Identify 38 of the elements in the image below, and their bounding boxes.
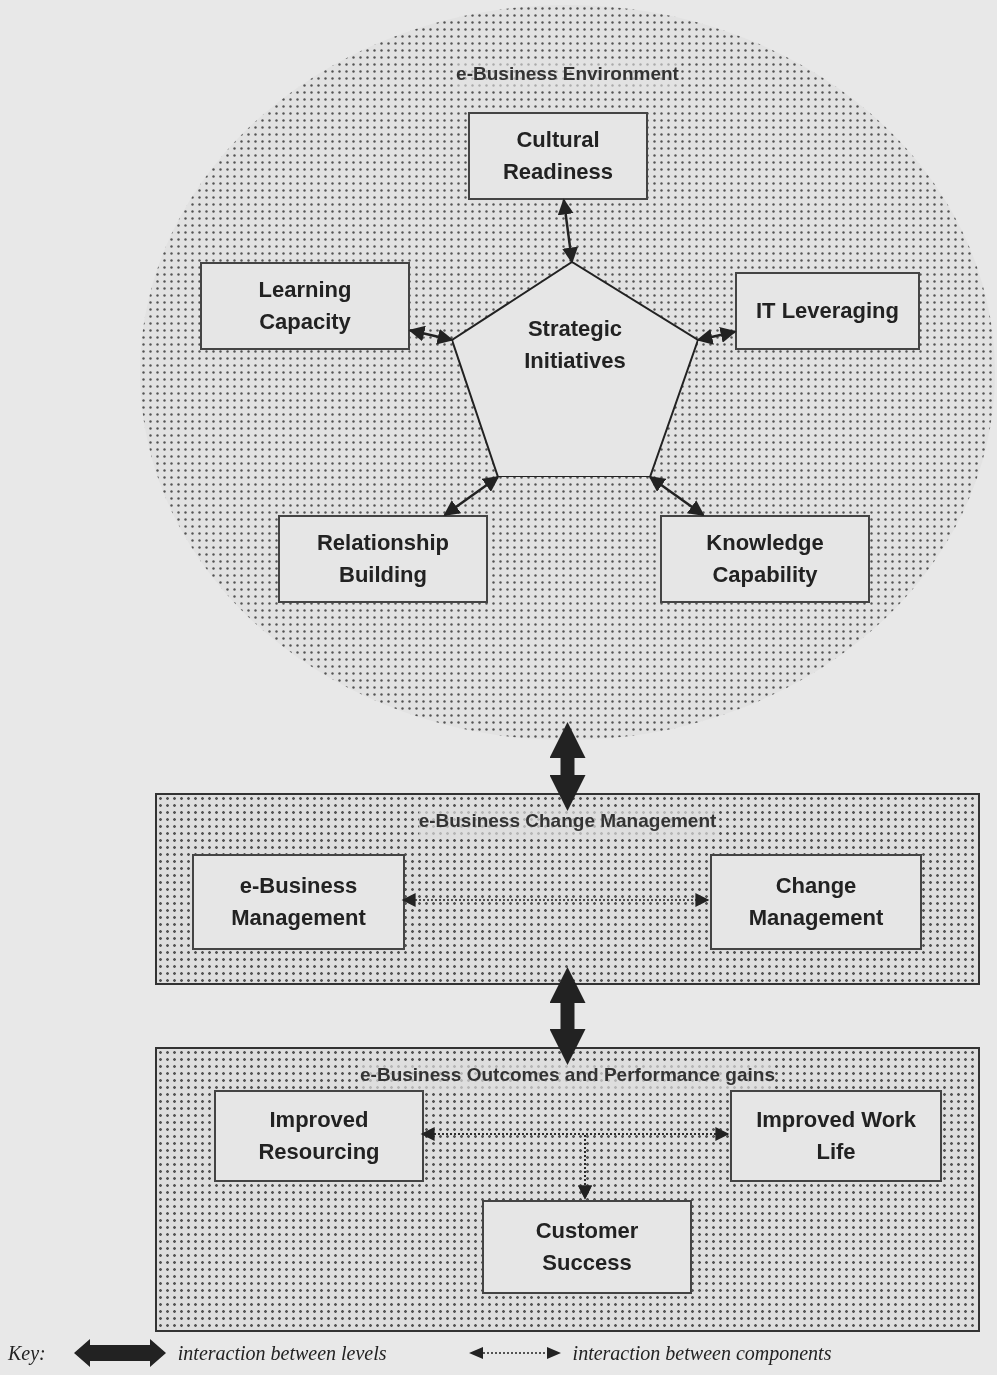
double-arrow	[549, 722, 586, 811]
component-box	[735, 272, 920, 350]
component-box	[200, 262, 410, 350]
key-label: Key:	[8, 1341, 46, 1367]
level-panel	[155, 793, 980, 985]
node-label: Cultural Readiness	[501, 126, 615, 186]
environment-ellipse	[140, 5, 995, 740]
node-label: Knowledge Capability	[705, 529, 825, 589]
double-arrow	[549, 967, 586, 1065]
node-label: Relationship Building	[316, 529, 450, 589]
component-box	[482, 1200, 692, 1294]
double-arrow	[443, 476, 500, 516]
node-label: Customer Success	[534, 1217, 640, 1277]
section-title: e-Business Environment	[456, 60, 679, 89]
node-label: Change Management	[747, 872, 885, 932]
component-box	[214, 1090, 424, 1182]
double-arrow	[557, 198, 579, 264]
double-arrow	[648, 476, 705, 516]
arrow	[578, 1133, 729, 1200]
level-panel	[155, 1047, 980, 1332]
node-label: Improved Resourcing	[257, 1106, 381, 1166]
double-arrow	[401, 893, 710, 907]
component-box	[468, 112, 648, 200]
node-label: IT Leveraging	[755, 297, 899, 325]
component-box	[660, 515, 870, 603]
component-box	[278, 515, 488, 603]
node-label: e-Business Management	[230, 872, 367, 932]
legend-text: interaction between levels	[177, 1341, 387, 1366]
pentagon-shape	[452, 262, 698, 477]
component-box	[192, 854, 405, 950]
legend-text: interaction between components	[572, 1341, 832, 1367]
node-label: Learning Capacity	[257, 276, 353, 336]
double-arrow	[696, 327, 737, 345]
double-arrow	[408, 325, 454, 345]
component-box	[710, 854, 922, 950]
node-label: Improved Work Life	[756, 1106, 916, 1166]
component-box	[730, 1090, 942, 1182]
node-label: Strategic Initiatives	[523, 314, 627, 375]
